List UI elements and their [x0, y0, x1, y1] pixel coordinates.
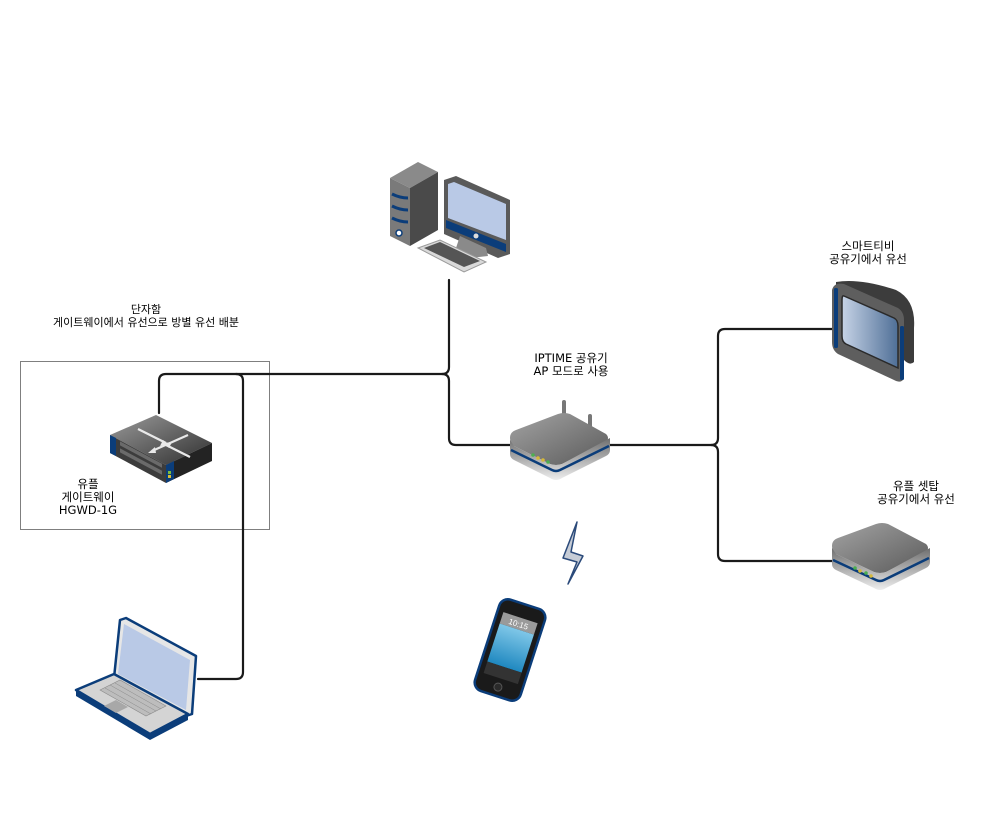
gateway-label: 유플 게이트웨이 HGWD-1G: [59, 478, 117, 517]
edge-gateway-router: [440, 372, 514, 447]
gateway-switch-icon[interactable]: [108, 413, 214, 485]
laptop-icon[interactable]: [74, 616, 200, 742]
router-label: IPTIME 공유기 AP 모드로 사용: [533, 352, 608, 378]
edge-router-settop: [709, 443, 834, 563]
wireless-signal-icon: [562, 521, 584, 585]
label-line: AP 모드로 사용: [533, 364, 609, 378]
distribution-box-group: [20, 361, 270, 530]
label-line: 게이트웨이: [61, 490, 115, 504]
label-line: 유플 셋탑: [893, 479, 939, 493]
label-line: 스마트티비: [841, 239, 895, 253]
set-top-box-icon[interactable]: [830, 522, 932, 600]
label-line: IPTIME 공유기: [534, 351, 608, 365]
desktop-pc-icon[interactable]: [388, 160, 512, 280]
label-line: HGWD-1G: [58, 503, 118, 517]
label-line: 공유기에서 유선: [877, 492, 955, 506]
distribution-box-label: 단자함 게이트웨이에서 유선으로 방별 유선 배분: [53, 303, 239, 329]
edge-gateway-desktop: [157, 278, 451, 415]
label-line: 게이트웨이에서 유선으로 방별 유선 배분: [52, 316, 240, 329]
wireless-router-icon[interactable]: [508, 398, 612, 492]
label-line: 공유기에서 유선: [829, 252, 907, 266]
label-line: 유플: [77, 477, 99, 491]
edge-router-tv: [608, 327, 834, 447]
edge-gateway-laptop: [196, 372, 245, 681]
smart-tv-label: 스마트티비 공유기에서 유선: [829, 240, 907, 266]
smartphone-icon[interactable]: 10:15: [472, 598, 548, 702]
set-top-box-label: 유플 셋탑 공유기에서 유선: [877, 480, 955, 506]
smart-tv-icon[interactable]: [830, 278, 916, 384]
label-line: 단자함: [130, 303, 162, 316]
